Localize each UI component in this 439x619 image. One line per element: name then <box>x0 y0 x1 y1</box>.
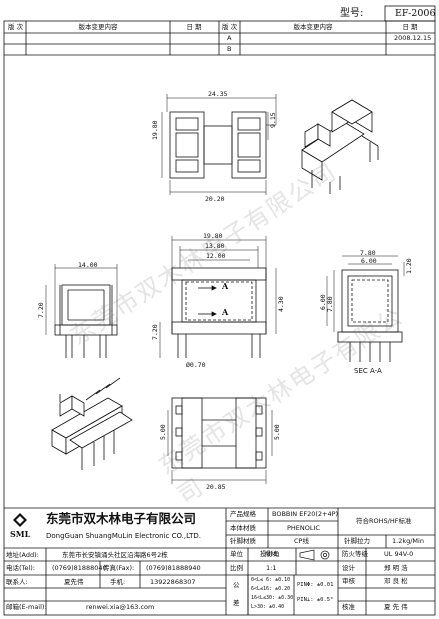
flame-value: UL 94V-0 <box>384 550 414 558</box>
spec-pin-material-label: 针脚材质 <box>230 537 256 545</box>
unit-value: MM <box>265 550 277 558</box>
company-name-cn: 东莞市双木林电子有限公司 <box>46 511 197 526</box>
dim-front-pin-h: 7.20 <box>151 324 159 340</box>
dim-sec-h2: 6.00 <box>319 294 327 310</box>
tolerance-2: 6<L≤16: ±0.20 <box>251 586 291 592</box>
fax-label: 传真(Fax): <box>103 564 135 572</box>
section-label: SEC A-A <box>354 367 382 375</box>
spec-material-value: PHENOLIC <box>287 524 320 532</box>
rev-row-a: A <box>227 34 232 42</box>
spec-rohs: 符合ROHS/HF标准 <box>356 517 412 525</box>
dim-side-height: 7.20 <box>37 302 45 318</box>
dim-sec-h1: 7.80 <box>326 296 334 312</box>
top-view <box>161 94 277 195</box>
dim-bottom-width: 20.85 <box>206 483 226 491</box>
dim-side-width: 14.00 <box>78 261 98 269</box>
scale-value: 1:1 <box>266 564 277 572</box>
unit-label: 单位 <box>230 550 243 558</box>
fax-value: (0769)81888940 <box>146 564 201 572</box>
scale-label: 比例 <box>230 564 243 572</box>
tolerance-label-2: 差 <box>233 599 240 607</box>
design-label: 设计 <box>342 564 355 572</box>
side-view <box>45 264 118 358</box>
projection-symbol-icon <box>299 549 330 561</box>
dim-front-mid: 13.80 <box>205 242 225 250</box>
contact-value: 夏先伟 <box>64 578 84 586</box>
rev-col-content-1: 版本变更内容 <box>78 23 118 31</box>
dim-front-inner: 12.00 <box>206 252 226 260</box>
tel-value: (0769)81888040 <box>52 564 107 572</box>
check-label: 审核 <box>342 577 355 585</box>
rev-col-date-1: 日 期 <box>186 23 202 31</box>
tel-label: 电话(Tel): <box>6 564 35 572</box>
email-value: renwei.xia@163.com <box>86 603 155 611</box>
section-mark-2: A <box>222 307 229 317</box>
mobile-label: 手机: <box>110 578 126 586</box>
pin-tolerance-2: PIN⊥: ±0.5° <box>297 597 334 603</box>
model-value: EF-2006 <box>395 8 436 19</box>
dim-top-height: 19.80 <box>151 120 159 140</box>
dim-front-height: 4.30 <box>277 296 285 312</box>
approve-value: 夏 先 伟 <box>384 603 408 611</box>
email-label: 邮箱(E-mail): <box>6 603 47 611</box>
model-label: 型号: <box>340 8 364 19</box>
bottom-view <box>167 397 273 484</box>
rev-col-date-2: 日 期 <box>402 23 418 31</box>
model-box <box>384 5 436 22</box>
section-view <box>326 255 405 362</box>
company-logo-icon <box>13 513 27 527</box>
dim-front-pin-dia: Ø0.70 <box>186 361 206 369</box>
pin-tolerance-1: PINΦ: ±0.01 <box>297 582 334 588</box>
spec-pin-material-value: CP线 <box>294 537 309 545</box>
company-name-en: DongGuan ShuangMuLin Electronic CO.,LTD. <box>46 532 201 540</box>
contact-label: 联系人: <box>6 578 28 586</box>
rev-col-version-2: 版 次 <box>222 23 238 31</box>
iso-view-2 <box>51 377 133 470</box>
dim-top-width: 24.35 <box>208 90 228 98</box>
dim-bottom-h2: 5.00 <box>273 424 281 440</box>
dim-sec-w1: 7.80 <box>360 249 376 257</box>
spec-pull-label: 针脚拉力 <box>344 537 370 545</box>
dim-sec-w2: 6.00 <box>361 257 377 265</box>
design-value: 郑 明 浩 <box>384 564 408 572</box>
front-view <box>159 236 277 358</box>
tolerance-4: L>30: ±0.40 <box>251 604 285 610</box>
tolerance-label-1: 公 <box>233 581 240 589</box>
iso-view-1 <box>301 99 379 194</box>
rev-col-content-2: 版本变更内容 <box>293 23 333 31</box>
dim-bottom-h1: 5.00 <box>159 424 167 440</box>
sheet-border <box>3 20 436 616</box>
dim-front-outer: 19.80 <box>203 232 223 240</box>
tolerance-1: 0<L≤ 6: ±0.10 <box>251 577 291 583</box>
check-value: 邓 良 松 <box>384 577 408 585</box>
dim-top-pin: 9.15 <box>269 112 277 128</box>
spec-name-label: 产品规格 <box>230 510 256 518</box>
title-block-grid <box>4 507 435 615</box>
logo-text: SML <box>10 529 31 539</box>
spec-pull-value: 1.2kg/Min <box>392 537 424 545</box>
dim-sec-t: 1.20 <box>405 258 413 274</box>
flame-label: 防火等级 <box>342 550 368 558</box>
rev-col-version-1: 版 次 <box>8 23 24 31</box>
address-value: 东莞市长安镇涌头社区沿海路6号2栋 <box>62 551 168 559</box>
approve-label: 核准 <box>342 603 355 611</box>
mobile-value: 13922868307 <box>150 578 196 586</box>
section-mark-1: A <box>222 281 229 291</box>
dim-top-bottom: 20.20 <box>205 195 225 203</box>
spec-name-value: BOBBIN EF20(2+4P) <box>272 510 339 518</box>
rev-row-b: B <box>227 45 232 53</box>
rev-row-a-date: 2008.12.15 <box>394 34 432 42</box>
address-label: 地址(Add): <box>6 551 39 559</box>
tolerance-3: 16<L≤30: ±0.30 <box>251 595 294 601</box>
projection-label: 投影角 <box>260 550 280 558</box>
spec-material-label: 本体材质 <box>230 524 256 532</box>
